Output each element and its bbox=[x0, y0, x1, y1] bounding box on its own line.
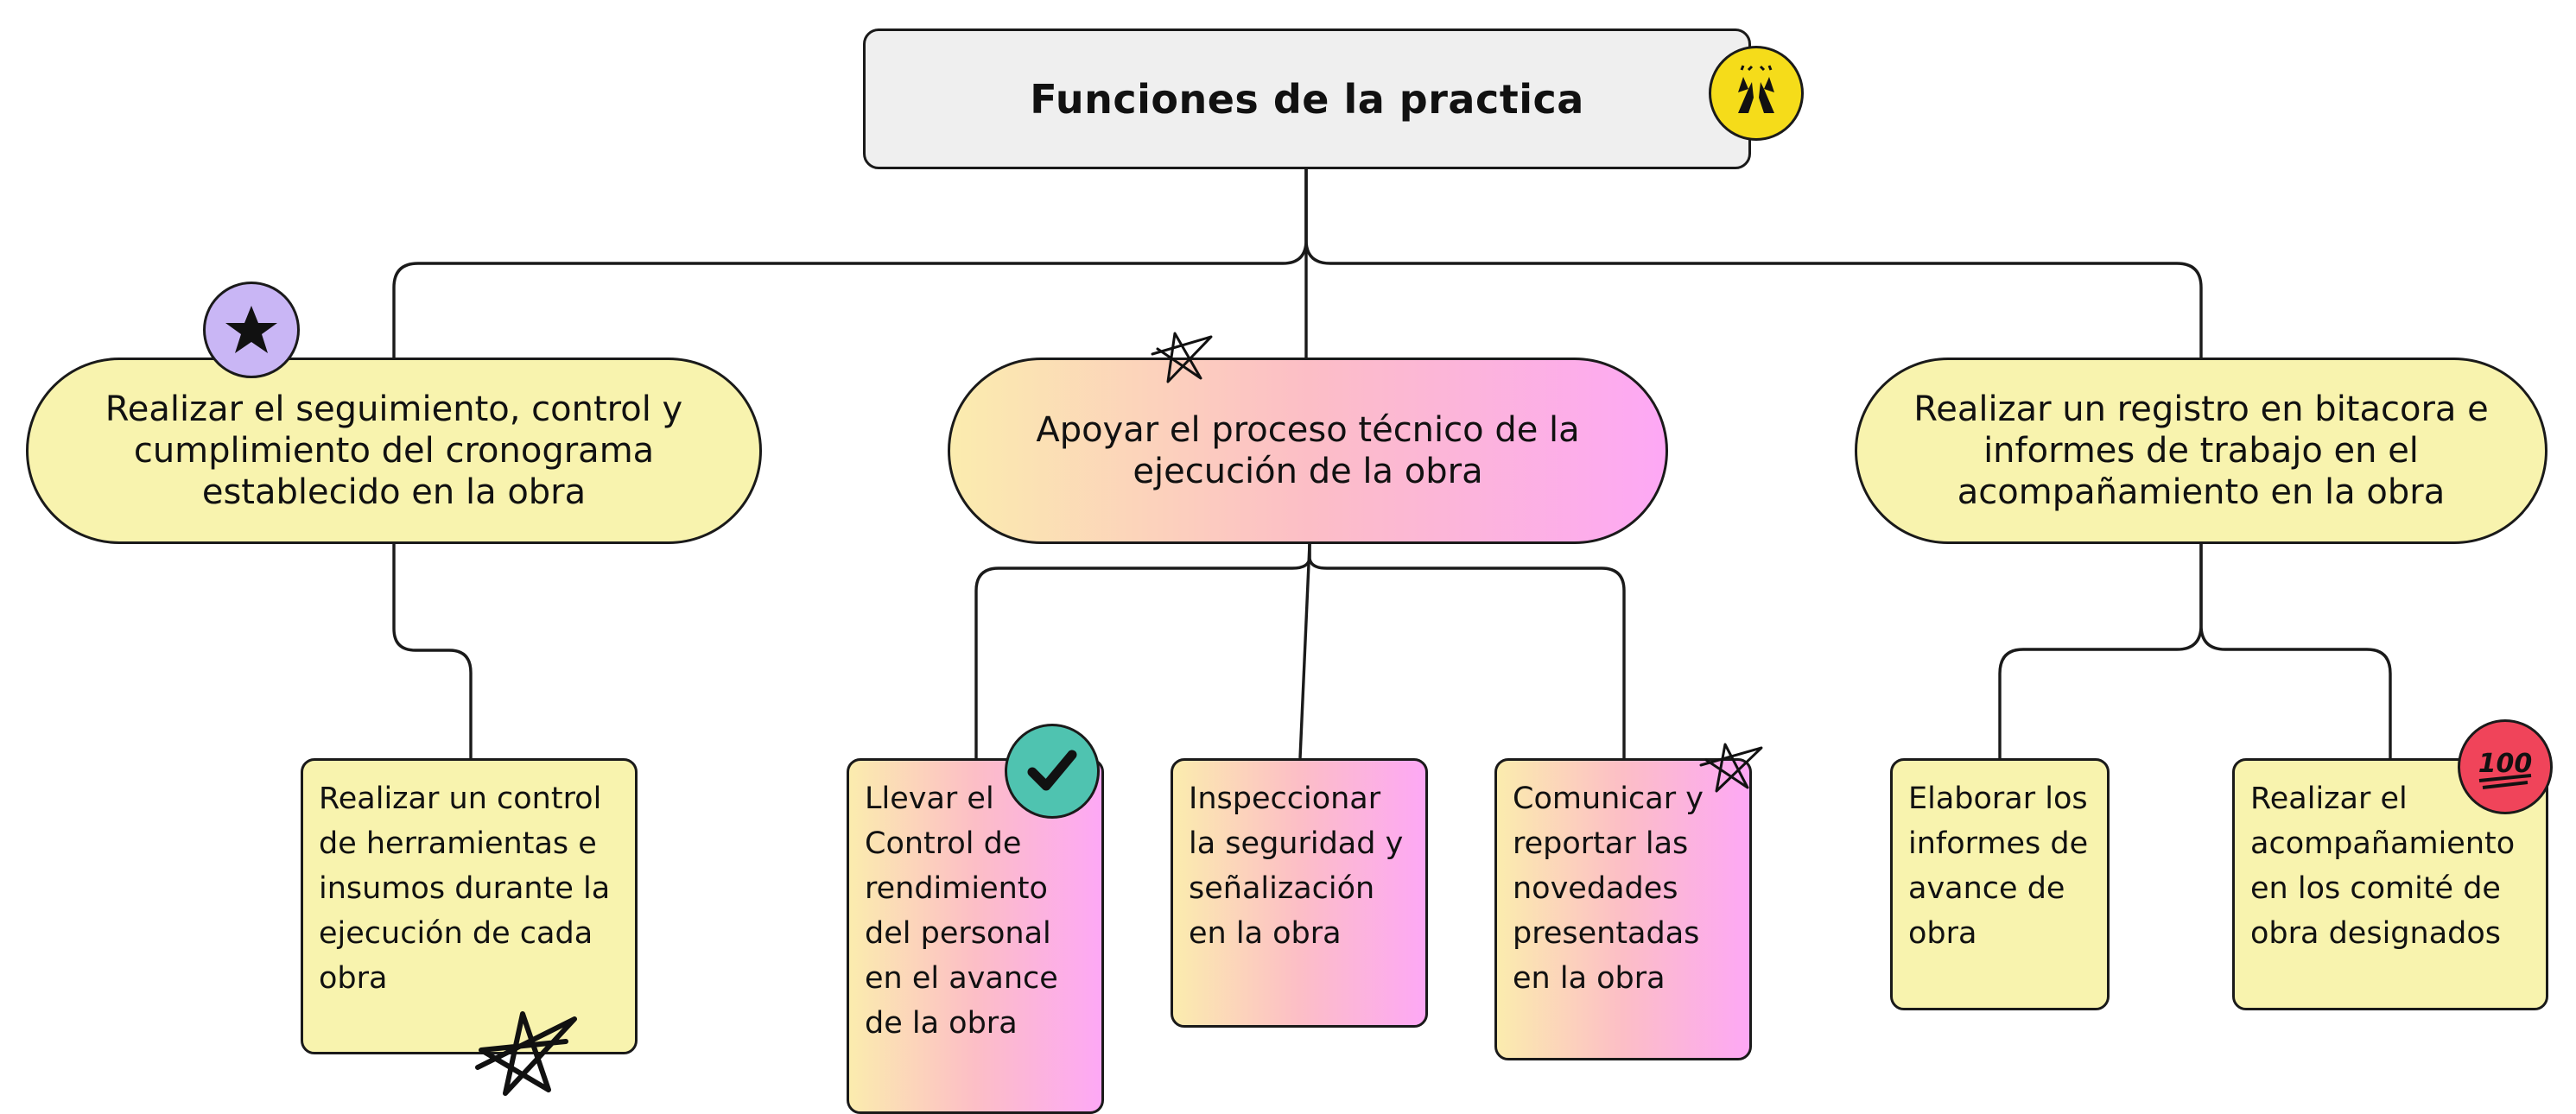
branch-1-label: Realizar el seguimiento, control y cumpl… bbox=[105, 389, 683, 512]
root-node: Funciones de la practica bbox=[863, 28, 1751, 169]
check-icon bbox=[1005, 724, 1100, 819]
connector-branch3-child1 bbox=[1998, 544, 2203, 758]
branch-2-child-3-card: Comunicar y reportar las novedades prese… bbox=[1494, 758, 1752, 1060]
star-icon bbox=[203, 282, 300, 378]
branch-3-child-1-card: Elaborar los informes de avance de obra bbox=[1890, 758, 2110, 1010]
branch-3-child-1-label: Elaborar los informes de avance de obra bbox=[1908, 782, 2089, 951]
star-doodle-icon bbox=[475, 1011, 577, 1096]
hundred-points-icon: 100 bbox=[2458, 719, 2553, 814]
connector-branch2-child3 bbox=[1308, 544, 1626, 758]
branch-2-child-2-label: Inspeccionar la seguridad y señalización… bbox=[1189, 782, 1404, 951]
branch-1-child-1-label: Realizar un control de herramientas e in… bbox=[319, 782, 611, 996]
svg-text:100: 100 bbox=[2478, 749, 2533, 779]
branch-3-child-2-label: Realizar el acompañamiento en los comité… bbox=[2250, 782, 2516, 951]
connector-root-branch3 bbox=[1304, 169, 2203, 358]
connector-branch2-child2 bbox=[1298, 543, 1311, 759]
branch-2-child-3-label: Comunicar y reportar las novedades prese… bbox=[1513, 782, 1704, 996]
branch-1-child-1-card: Realizar un control de herramientas e in… bbox=[301, 758, 638, 1054]
raising-hands-icon bbox=[1709, 46, 1804, 141]
branch-2-label: Apoyar el proceso técnico de la ejecució… bbox=[1036, 410, 1580, 491]
branch-2-child-2-card: Inspeccionar la seguridad y señalización… bbox=[1171, 758, 1428, 1028]
star-doodle-icon bbox=[1699, 743, 1763, 793]
branch-3-label: Realizar un registro en bitacora e infor… bbox=[1913, 389, 2489, 512]
connector-branch2-child1 bbox=[974, 544, 1311, 758]
branch-3-node: Realizar un registro en bitacora e infor… bbox=[1855, 358, 2547, 544]
branch-1-node: Realizar el seguimiento, control y cumpl… bbox=[26, 358, 762, 544]
root-title: Funciones de la practica bbox=[1030, 75, 1584, 123]
branch-2-node: Apoyar el proceso técnico de la ejecució… bbox=[948, 358, 1668, 544]
connector-branch1-child1 bbox=[392, 544, 473, 758]
connector-branch3-child2 bbox=[2199, 544, 2392, 758]
star-doodle-icon bbox=[1151, 332, 1213, 383]
branch-2-child-1-label: Llevar el Control de rendimiento del per… bbox=[865, 782, 1058, 1041]
